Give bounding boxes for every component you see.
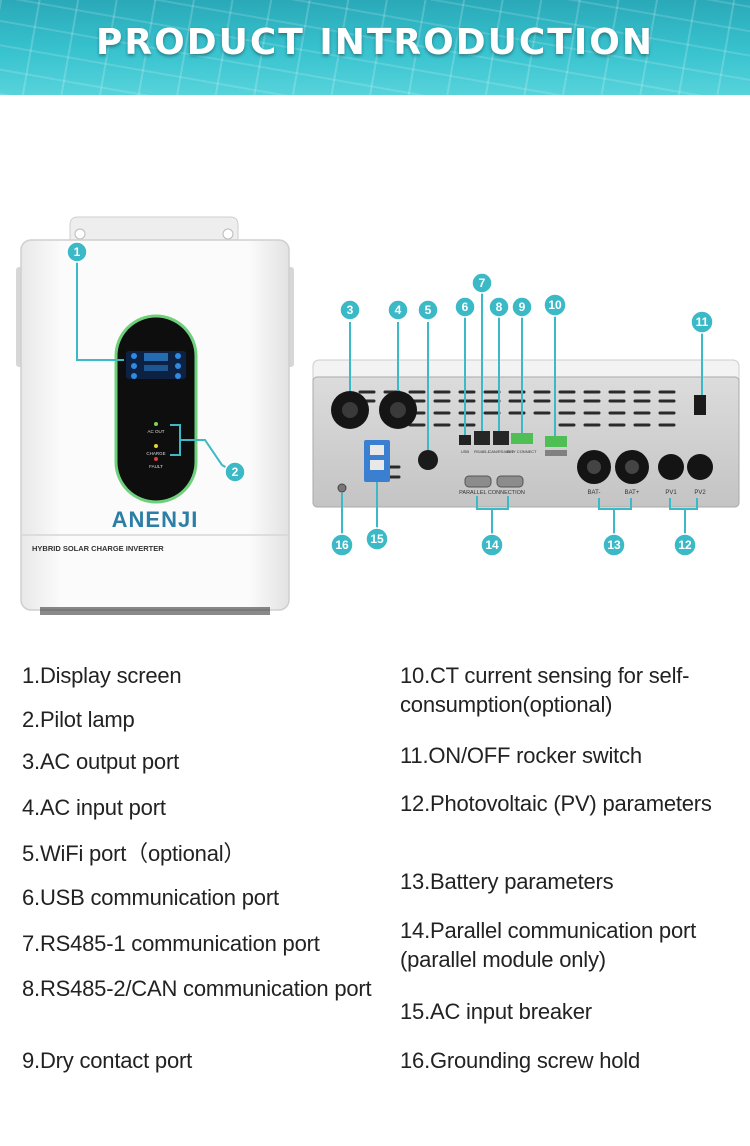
feature-item: 7.RS485-1 communication port bbox=[22, 931, 320, 956]
led-fault bbox=[154, 457, 158, 461]
rs485-1-port bbox=[474, 431, 490, 445]
grounding-screw bbox=[337, 483, 347, 493]
callout-6: 6 bbox=[454, 296, 476, 318]
led-charge bbox=[154, 444, 158, 448]
usb-port bbox=[459, 435, 471, 445]
svg-text:2: 2 bbox=[232, 465, 239, 479]
callout-8: 8 bbox=[488, 296, 510, 318]
callout-10: 10 bbox=[543, 293, 567, 317]
svg-text:14: 14 bbox=[485, 538, 499, 552]
feature-item: 8.RS485-2/CAN communication port bbox=[22, 976, 372, 1001]
inverter-front: AC OUT CHARGE FAULT ANENJI HYBRID SOLAR … bbox=[16, 216, 294, 615]
parallel-label: PARALLEL CONNECTION bbox=[459, 490, 525, 496]
wifi-port bbox=[418, 450, 438, 470]
callout-16: 16 bbox=[330, 533, 354, 557]
svg-text:10: 10 bbox=[548, 298, 562, 312]
callout-9: 9 bbox=[511, 296, 533, 318]
rs485-1-label: RS485-1 bbox=[474, 449, 491, 454]
rocker-switch bbox=[694, 395, 706, 415]
callout-15: 15 bbox=[365, 527, 389, 551]
feature-item: 6.USB communication port bbox=[22, 885, 279, 910]
parallel-port-1 bbox=[464, 475, 492, 488]
svg-text:3: 3 bbox=[347, 303, 354, 317]
led-label-charge: CHARGE bbox=[146, 451, 165, 456]
bat-pos-label: BAT+ bbox=[625, 490, 640, 496]
feature-item: 9.Dry contact port bbox=[22, 1048, 193, 1073]
header-banner: PRODUCT INTRODUCTION bbox=[0, 0, 750, 95]
svg-text:9: 9 bbox=[519, 300, 526, 314]
can-label: CAN/RS485-2 bbox=[488, 449, 514, 454]
callout-4: 4 bbox=[387, 299, 409, 321]
svg-text:11: 11 bbox=[696, 315, 709, 329]
inverter-rear: USB RS485-1 CAN/RS485-2 DRY CONNECT PARA… bbox=[312, 359, 740, 508]
usb-label: USB bbox=[461, 449, 470, 454]
feature-list: 1.Display screen 2.Pilot lamp 3.AC outpu… bbox=[0, 655, 750, 1095]
feature-item: 2.Pilot lamp bbox=[22, 707, 135, 732]
feature-item: 10.CT current sensing for self-consumpti… bbox=[400, 663, 690, 717]
dry-contact-port bbox=[511, 433, 533, 444]
led-ac-out bbox=[154, 422, 158, 426]
feature-item: 12.Photovoltaic (PV) parameters bbox=[400, 791, 712, 816]
feature-item: 16.Grounding screw hold bbox=[400, 1048, 640, 1073]
callout-7: 7 bbox=[471, 272, 493, 294]
pv1-label: PV1 bbox=[665, 490, 677, 496]
product-illustration: AC OUT CHARGE FAULT ANENJI HYBRID SOLAR … bbox=[16, 216, 740, 615]
dry-label: DRY CONNECT bbox=[507, 449, 537, 454]
svg-text:8: 8 bbox=[496, 300, 503, 314]
ct-port bbox=[545, 436, 567, 447]
feature-item: 11.ON/OFF rocker switch bbox=[400, 743, 642, 768]
pv1-connector bbox=[658, 454, 684, 480]
pv2-connector bbox=[687, 454, 713, 480]
brand-logo: ANENJI bbox=[112, 507, 199, 532]
callout-5: 5 bbox=[417, 299, 439, 321]
rs485-2-can-port bbox=[493, 431, 509, 445]
bat-neg-label: BAT- bbox=[588, 490, 601, 496]
led-label-fault: FAULT bbox=[149, 464, 163, 469]
feature-item: 14.Parallel communication port (parallel… bbox=[400, 918, 697, 972]
callout-14: 14 bbox=[480, 533, 504, 557]
svg-text:6: 6 bbox=[462, 300, 469, 314]
feature-item: 4.AC input port bbox=[22, 795, 166, 820]
svg-text:12: 12 bbox=[678, 538, 692, 552]
solar-panel-background bbox=[0, 0, 750, 95]
model-label: HYBRID SOLAR CHARGE INVERTER bbox=[32, 544, 164, 553]
feature-item: 15.AC input breaker bbox=[400, 999, 592, 1024]
svg-text:7: 7 bbox=[479, 276, 486, 290]
callout-1: 1 bbox=[66, 241, 88, 263]
callout-13: 13 bbox=[602, 533, 626, 557]
callout-2: 2 bbox=[224, 461, 246, 483]
svg-text:15: 15 bbox=[370, 532, 384, 546]
feature-item: 3.AC output port bbox=[22, 749, 180, 774]
led-label-ac-out: AC OUT bbox=[147, 429, 164, 434]
feature-item: 1.Display screen bbox=[22, 663, 182, 688]
svg-text:4: 4 bbox=[395, 303, 402, 317]
svg-text:13: 13 bbox=[607, 538, 621, 552]
svg-text:5: 5 bbox=[425, 303, 432, 317]
pv2-label: PV2 bbox=[694, 490, 706, 496]
feature-item: 13.Battery parameters bbox=[400, 869, 614, 894]
callout-12: 12 bbox=[673, 533, 697, 557]
callout-3: 3 bbox=[339, 299, 361, 321]
parallel-port-2 bbox=[496, 475, 524, 488]
feature-item: 5.WiFi port（optional） bbox=[22, 841, 246, 866]
callout-11: 11 bbox=[690, 310, 714, 334]
page-title: PRODUCT INTRODUCTION bbox=[96, 22, 654, 63]
svg-text:16: 16 bbox=[335, 538, 349, 552]
svg-text:1: 1 bbox=[74, 245, 81, 259]
callout-leader-lines bbox=[76, 262, 703, 535]
callout-markers: 1 2 3 4 5 6 7 8 9 10 11 12 13 14 15 16 bbox=[66, 241, 714, 557]
